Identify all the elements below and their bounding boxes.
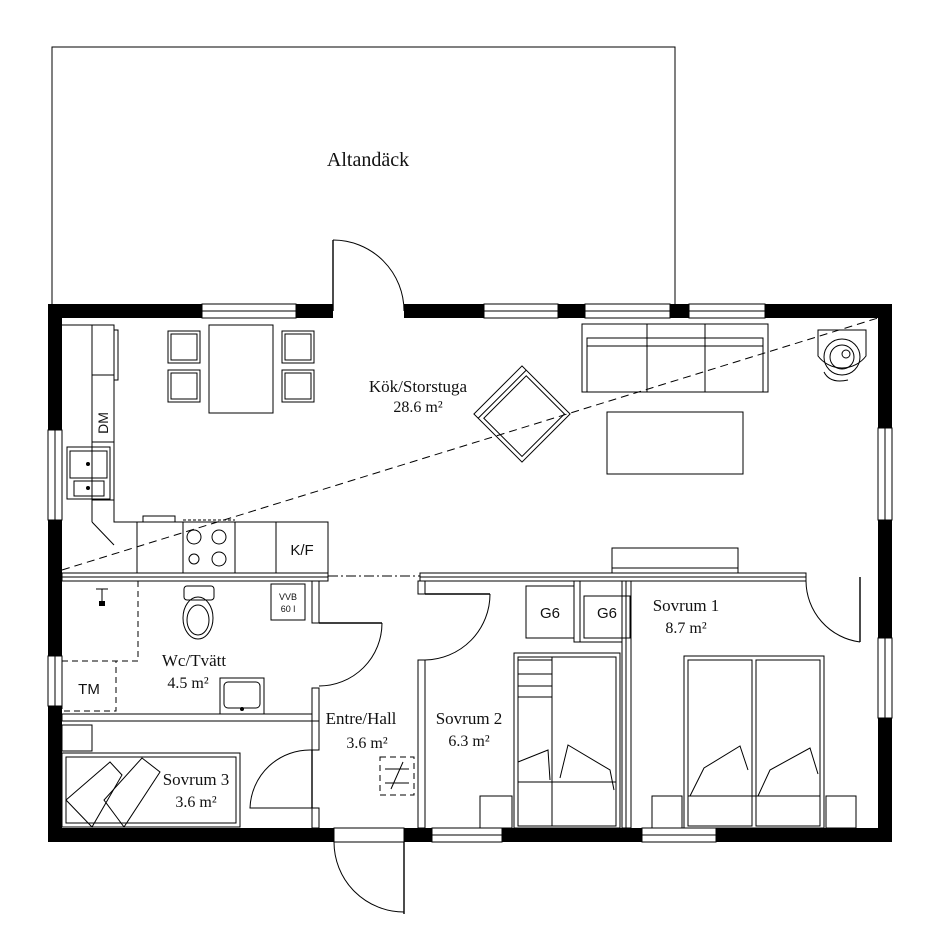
entre-name: Entre/Hall xyxy=(326,709,397,728)
wc-area: 4.5 m² xyxy=(167,675,208,692)
sovrum1-area: 8.7 m² xyxy=(665,620,706,637)
deck xyxy=(51,46,676,304)
entre-area: 3.6 m² xyxy=(346,735,387,752)
tv-bench xyxy=(611,547,739,574)
dm-label: DM xyxy=(95,412,111,434)
chair-icon xyxy=(167,369,201,403)
kok-name: Kök/Storstuga xyxy=(369,377,468,396)
sink-icon xyxy=(66,446,111,500)
sovrum1-name: Sovrum 1 xyxy=(653,596,720,615)
sovrum2-area: 6.3 m² xyxy=(448,733,489,750)
shower-icon xyxy=(96,588,108,606)
room-labels: Altandäck Kök/Storstuga 28.6 m² Sovrum 1… xyxy=(162,149,719,811)
bed-sovrum1: G6 xyxy=(583,595,857,829)
water-heater: VVB 60 l xyxy=(270,583,306,621)
toilet-icon xyxy=(182,585,215,640)
interior-doors xyxy=(249,577,861,809)
fireplace-icon xyxy=(817,329,867,382)
altandack-label: Altandäck xyxy=(327,149,409,171)
kok-area: 28.6 m² xyxy=(393,399,442,416)
sovrum2-name: Sovrum 2 xyxy=(436,709,503,728)
exterior-doors xyxy=(332,239,405,914)
armchair-icon xyxy=(473,365,571,463)
living-area xyxy=(473,323,867,574)
wc-name: Wc/Tvätt xyxy=(162,651,226,670)
chair-icon xyxy=(281,369,315,403)
windows xyxy=(47,303,893,843)
interior-walls xyxy=(61,572,807,829)
stove-icon xyxy=(142,515,236,574)
dining-set xyxy=(167,324,315,414)
hall-fixtures xyxy=(379,756,415,796)
exterior-walls xyxy=(48,304,892,842)
ceiling-hatch xyxy=(379,756,415,796)
bed-sovrum2: G6 xyxy=(479,585,621,829)
sofa-icon xyxy=(581,323,769,393)
bed-sovrum3 xyxy=(61,724,241,828)
kf-label: K/F xyxy=(290,542,313,559)
g6-label-a: G6 xyxy=(540,605,560,622)
ceiling-line xyxy=(61,317,879,571)
washbasin-icon xyxy=(219,677,265,715)
sovrum3-area: 3.6 m² xyxy=(175,794,216,811)
coffee-table xyxy=(606,411,744,475)
kitchen-counter: K/F DM xyxy=(62,324,329,574)
g6-label-b: G6 xyxy=(597,605,617,622)
vvb-volume: 60 l xyxy=(281,604,296,614)
sovrum3-name: Sovrum 3 xyxy=(163,770,230,789)
chair-icon xyxy=(167,330,201,364)
vvb-label: VVB xyxy=(279,592,297,602)
tm-label: TM xyxy=(78,681,100,698)
chair-icon xyxy=(281,330,315,364)
wc-fixtures: TM VVB 60 l xyxy=(61,581,306,715)
washer-space xyxy=(61,660,117,712)
